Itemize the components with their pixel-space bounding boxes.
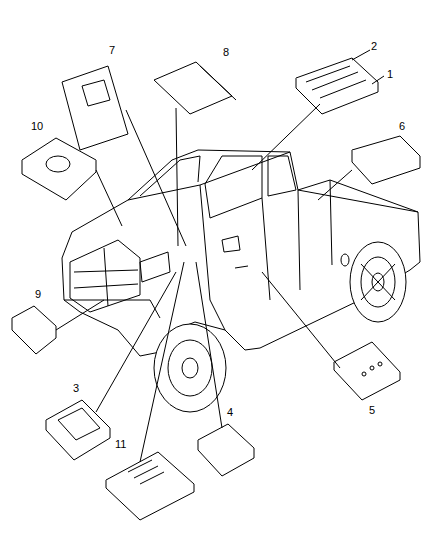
module-7 (62, 66, 128, 150)
module-10 (22, 138, 96, 200)
callout-number: 11 (114, 438, 127, 450)
module-6 (352, 136, 420, 184)
module-8 (154, 62, 236, 114)
callout-number: 7 (108, 44, 116, 56)
module-4 (198, 424, 254, 476)
callout-number: 3 (72, 382, 80, 394)
callout-number: 2 (370, 40, 378, 52)
callout-number: 5 (368, 404, 376, 416)
callout-number: 1 (386, 68, 394, 80)
module-5 (334, 342, 400, 400)
module-9 (12, 306, 56, 354)
leader-lines (56, 50, 384, 462)
module-3 (46, 400, 110, 460)
callout-number: 4 (226, 406, 234, 418)
callout-number: 10 (30, 120, 44, 132)
pickup-truck (62, 150, 420, 412)
callout-number: 8 (222, 46, 230, 58)
callout-number: 9 (34, 288, 42, 300)
module-1-2 (296, 58, 378, 114)
callout-number: 6 (398, 120, 406, 132)
module-11 (106, 452, 194, 520)
